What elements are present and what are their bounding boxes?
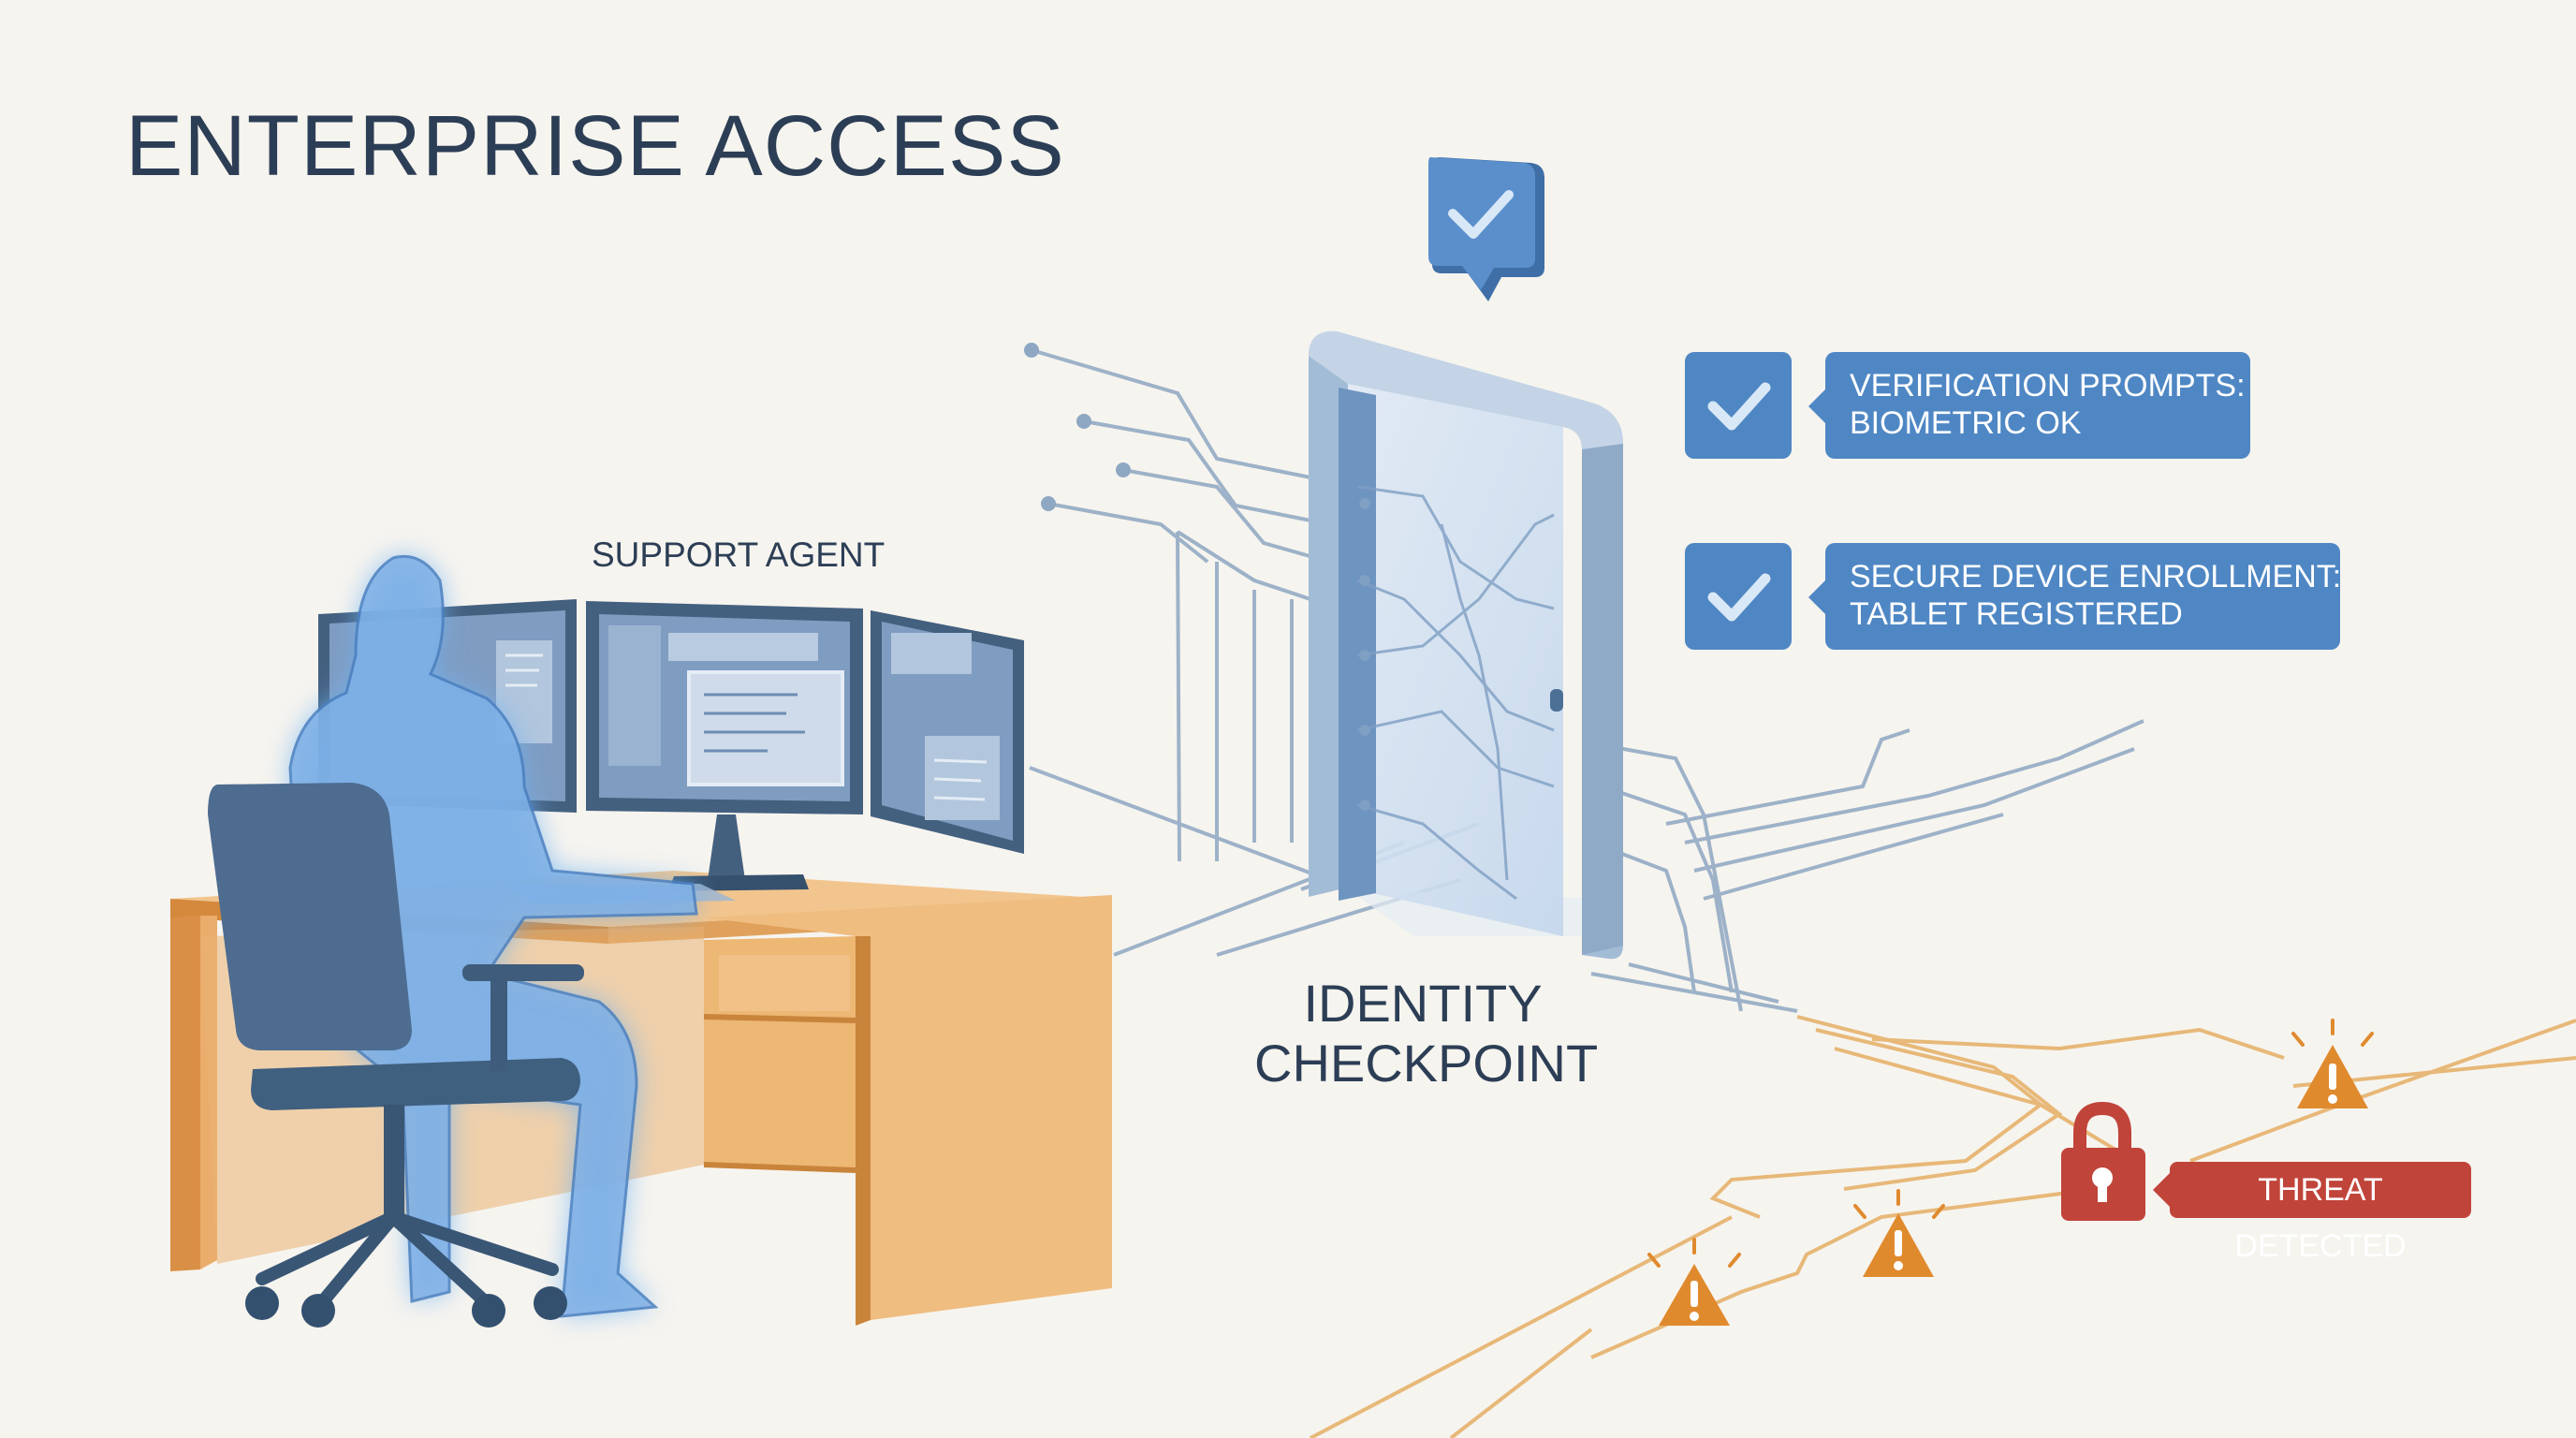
threat-detected-badge: THREAT DETECTED <box>2153 1162 2471 1264</box>
support-agent-figure <box>288 554 698 1318</box>
callout-line: SECURE DEVICE ENROLLMENT: <box>1850 559 2342 594</box>
monitor-center <box>586 601 863 891</box>
circuit-lines-right <box>1590 719 2144 1013</box>
device-enrollment-callout: SECURE DEVICE ENROLLMENT: TABLET REGISTE… <box>1808 543 2342 650</box>
callout-line: TABLET REGISTERED <box>1850 596 2183 632</box>
callout-line: VERIFICATION PROMPTS: <box>1850 368 2246 404</box>
identity-checkpoint-door <box>1309 330 1623 960</box>
support-agent-label: SUPPORT AGENT <box>592 536 886 574</box>
check-bubble-icon <box>1428 157 1544 301</box>
callout-line: BIOMETRIC OK <box>1850 405 2082 441</box>
identity-checkpoint-label: IDENTITY CHECKPOINT <box>1254 974 1599 1093</box>
checkmark-icon <box>1685 352 1792 459</box>
verification-callout: VERIFICATION PROMPTS: BIOMETRIC OK <box>1808 352 2250 459</box>
monitor-right <box>871 610 1024 854</box>
warning-icon <box>1647 1019 2374 1326</box>
padlock-icon <box>2061 1101 2145 1221</box>
page-title: ENTERPRISE ACCESS <box>125 98 1065 194</box>
circuit-nodes <box>1024 343 1131 511</box>
checkmark-icon <box>1685 543 1792 650</box>
office-chair <box>208 783 584 1328</box>
